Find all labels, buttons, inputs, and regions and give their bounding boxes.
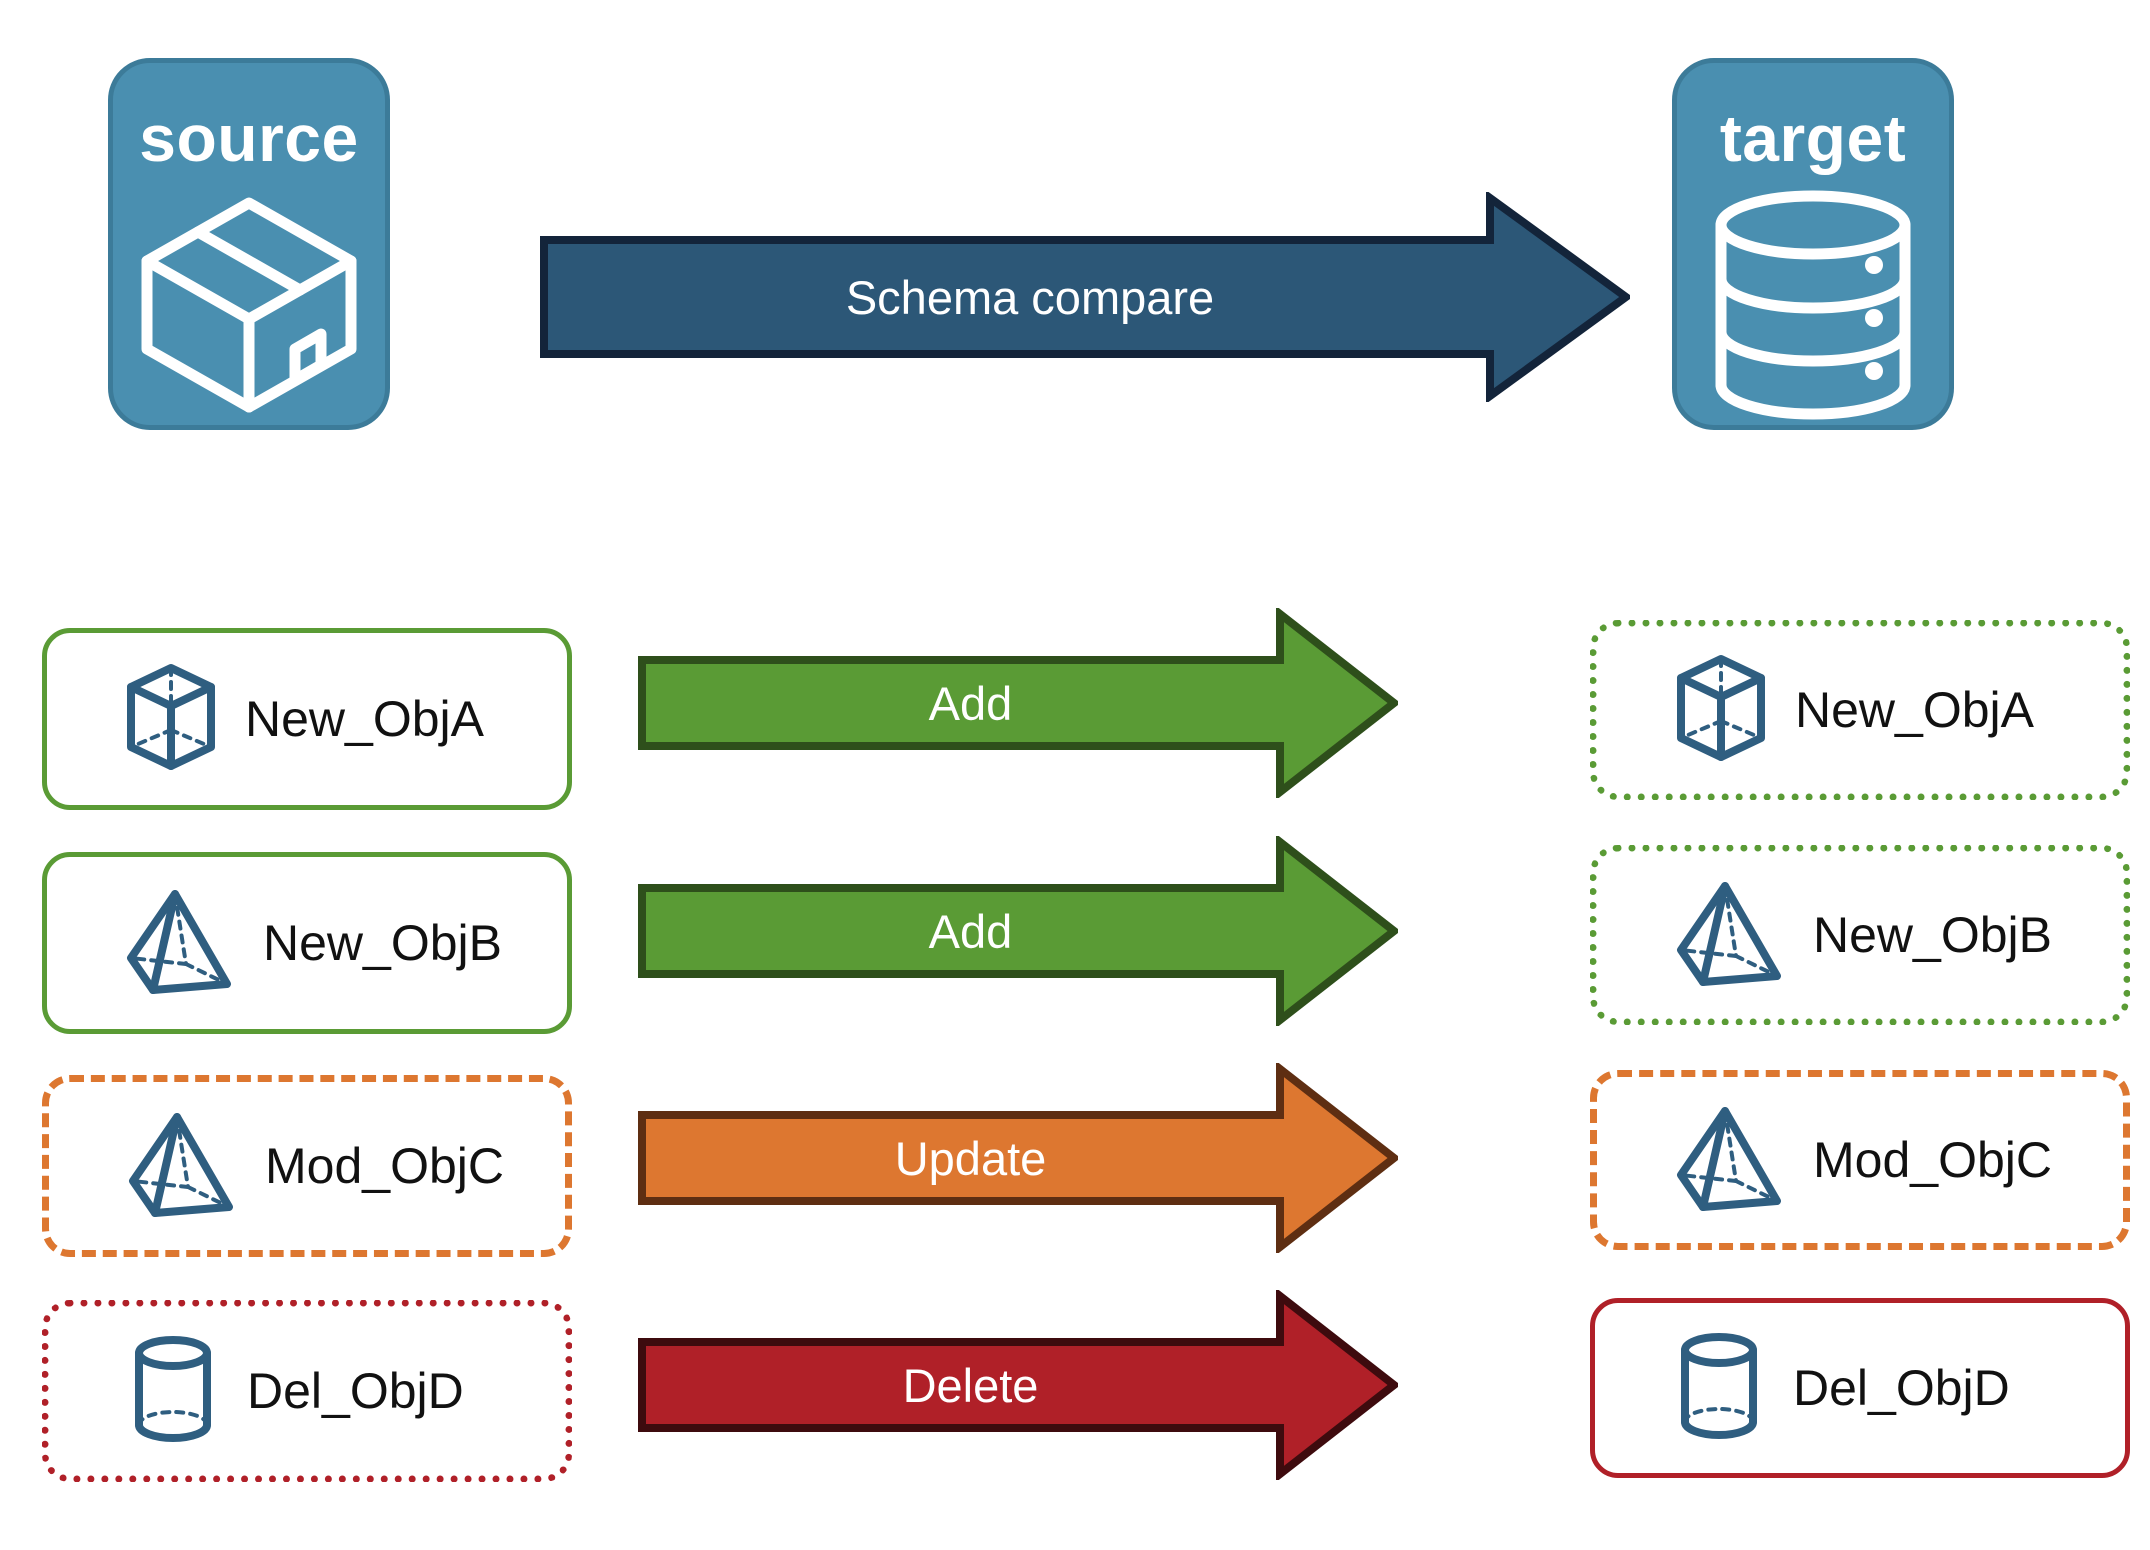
target-object-card-0[interactable]: New_ObjA (1590, 620, 2130, 800)
cylinder-wireframe-icon (1673, 1330, 1765, 1447)
source-endpoint-card: source (108, 58, 390, 430)
package-box-icon (129, 189, 369, 424)
target-object-label-2: Mod_ObjC (1813, 1132, 2052, 1188)
target-object-label-0: New_ObjA (1795, 682, 2034, 738)
pyramid-wireframe-icon (125, 886, 235, 1001)
target-object-label-3: Del_ObjD (1793, 1360, 2010, 1416)
source-object-label-0: New_ObjA (245, 691, 484, 747)
source-object-label-3: Del_ObjD (247, 1363, 464, 1419)
action-arrow-2: Update (638, 1060, 1401, 1256)
source-object-card-0[interactable]: New_ObjA (42, 628, 572, 810)
database-cylinder-icon (1704, 189, 1922, 426)
source-object-card-3[interactable]: Del_ObjD (42, 1300, 572, 1482)
target-object-card-3[interactable]: Del_ObjD (1590, 1298, 2130, 1478)
target-object-label-1: New_ObjB (1813, 907, 2052, 963)
source-object-label-2: Mod_ObjC (265, 1138, 504, 1194)
target-endpoint-card: target (1672, 58, 1954, 430)
pyramid-wireframe-icon (1675, 878, 1785, 993)
action-arrow-0: Add (638, 605, 1401, 801)
target-title: target (1719, 101, 1907, 175)
cube-wireframe-icon (1675, 653, 1767, 768)
target-object-card-2[interactable]: Mod_ObjC (1590, 1070, 2130, 1250)
source-object-card-2[interactable]: Mod_ObjC (42, 1075, 572, 1257)
pyramid-wireframe-icon (1675, 1103, 1785, 1218)
source-object-label-1: New_ObjB (263, 915, 502, 971)
target-object-card-1[interactable]: New_ObjB (1590, 845, 2130, 1025)
action-arrow-3: Delete (638, 1287, 1401, 1483)
cube-wireframe-icon (125, 662, 217, 777)
schema-compare-arrow: Schema compare (540, 190, 1633, 404)
action-arrow-1: Add (638, 833, 1401, 1029)
pyramid-wireframe-icon (127, 1109, 237, 1224)
cylinder-wireframe-icon (127, 1333, 219, 1450)
source-title: source (139, 101, 359, 175)
source-object-card-1[interactable]: New_ObjB (42, 852, 572, 1034)
